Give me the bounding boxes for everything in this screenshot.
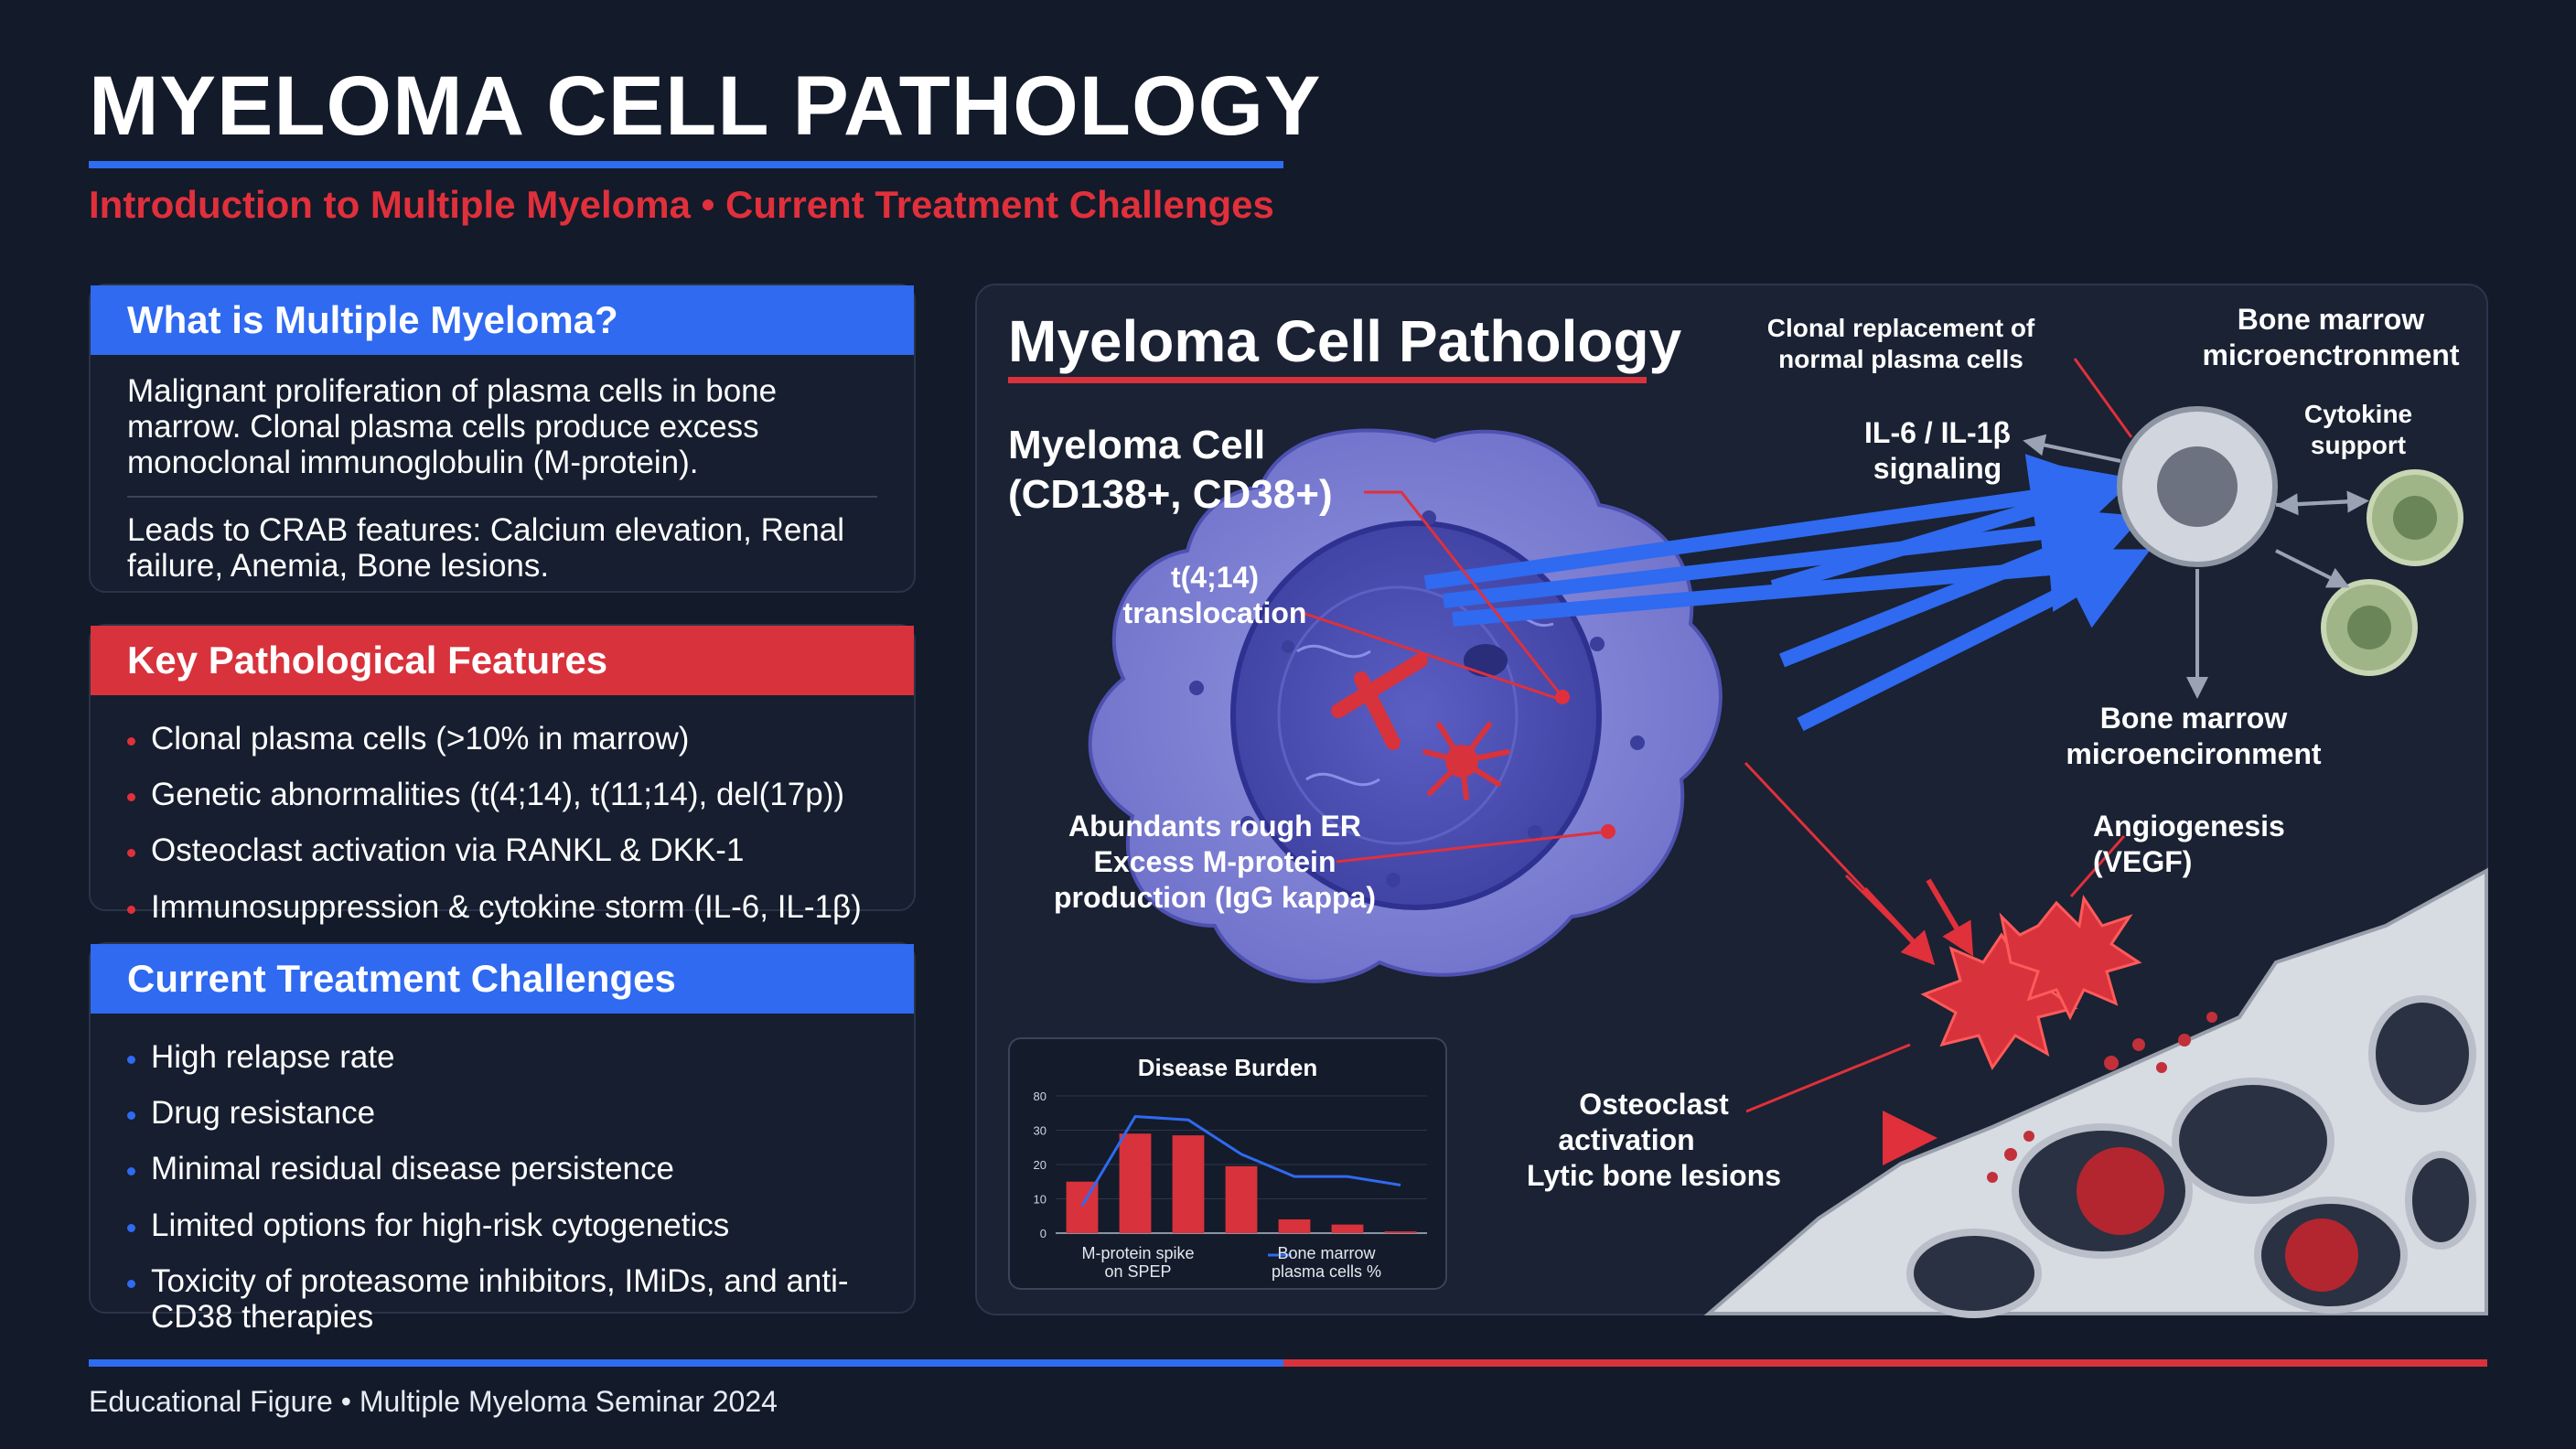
panel-what-is: What is Multiple Myeloma? Malignant prol… [89,284,916,593]
list-item: Immunosuppression & cytokine storm (IL-6… [127,889,877,925]
chart-bar [1119,1133,1152,1233]
chart-bar [1384,1231,1417,1233]
page-title: MYELOMA CELL PATHOLOGY [89,59,1322,153]
label-angiogenesis: Angiogenesis (VEGF) [2093,810,2285,879]
osteoclasts [1920,895,2142,1071]
chart-tick-label: 10 [1034,1193,1046,1207]
features-list: Clonal plasma cells (>10% in marrow) Gen… [127,721,877,925]
list-item: Minimal residual disease persistence [127,1151,877,1186]
title-underline [89,161,1283,168]
label-translocation: t(4;14) translocation [1122,561,1307,630]
footer-rule-blue [89,1359,1283,1367]
panel-challenges-heading: Current Treatment Challenges [91,944,914,1014]
panel-features-heading: Key Pathological Features [91,626,914,695]
panel-challenges: Current Treatment Challenges High relaps… [89,942,916,1335]
chart-tick-label: 30 [1034,1124,1046,1138]
chart-legend-label: Bone marrow [1277,1244,1376,1262]
chart-bar [1278,1219,1311,1233]
chart-legend-label: M-protein spike [1081,1244,1194,1262]
list-item: Clonal plasma cells (>10% in marrow) [127,721,877,757]
bone-tissue [1703,867,2488,1318]
chart-bar [1225,1165,1258,1233]
label-bm-microenvironment-mid: Bone marrow microencironment [2066,702,2322,771]
chart-legend-label: plasma cells % [1272,1262,1381,1281]
chart-tick-label: 0 [1040,1227,1046,1240]
diagram-title-underline [1008,377,1647,383]
normal-plasma-cell [2117,406,2278,567]
diagram-title: Myeloma Cell Pathology [1008,308,1682,374]
label-cytokine-support: Cytokine support [2303,400,2413,460]
list-item: High relapse rate [127,1039,877,1075]
label-rough-er: Abundants rough ER Excess M-protein prod… [1054,810,1376,915]
osteoclast-line-3: Lytic bone lesions [1527,1159,1781,1193]
chart-bar [1331,1224,1364,1233]
chart-title: Disease Burden [1137,1054,1318,1081]
chart-tick-label: 20 [1034,1158,1046,1172]
list-item: Toxicity of proteasome inhibitors, IMiDs… [127,1263,877,1335]
signaling-arrows-visible [1770,461,2151,732]
label-osteoclast-activation: Osteoclast activation Lytic bone lesions [1489,1087,1819,1194]
chart-tick-label: 80 [1034,1089,1046,1103]
footer-text: Educational Figure • Multiple Myeloma Se… [89,1385,778,1418]
label-il6-signaling: IL-6 / IL-1β signaling [1864,416,2011,486]
page-subtitle: Introduction to Multiple Myeloma • Curre… [89,183,1274,226]
footer-rule-red [1283,1359,2487,1367]
list-item: Genetic abnormalities (t(4;14), t(11;14)… [127,777,877,812]
diagram-illustration [1088,358,2488,1318]
what-is-paragraph-2: Leads to CRAB features: Calcium elevatio… [127,511,845,584]
osteoclast-line-1: Osteoclast [1579,1088,1729,1121]
list-item: Drug resistance [127,1095,877,1131]
panel-what-is-heading: What is Multiple Myeloma? [91,285,914,355]
pathology-diagram: Myeloma Cell Pathology Myeloma Cell (CD1… [975,284,2488,1318]
chart-bar [1172,1135,1205,1233]
osteoclast-line-2: activation [1558,1123,1695,1157]
panel-features: Key Pathological Features Clonal plasma … [89,624,916,925]
chart-line-series [1080,1114,1401,1207]
panel-divider [127,495,877,498]
chart-legend-label: on SPEP [1104,1262,1171,1281]
list-item: Osteoclast activation via RANKL & DKK-1 [127,832,877,868]
label-bm-microenvironment-top: Bone marrow microenctronment [2202,303,2460,372]
list-item: Limited options for high-risk cytogeneti… [127,1208,877,1243]
label-clonal-replacement: Clonal replacement of normal plasma cell… [1766,314,2035,374]
what-is-paragraph-1: Malignant proliferation of plasma cells … [127,373,778,481]
cytokine-cells [2321,469,2463,676]
challenges-list: High relapse rate Drug resistance Minima… [127,1039,877,1335]
label-myeloma-cell: Myeloma Cell (CD138+, CD38+) [1008,423,1333,517]
